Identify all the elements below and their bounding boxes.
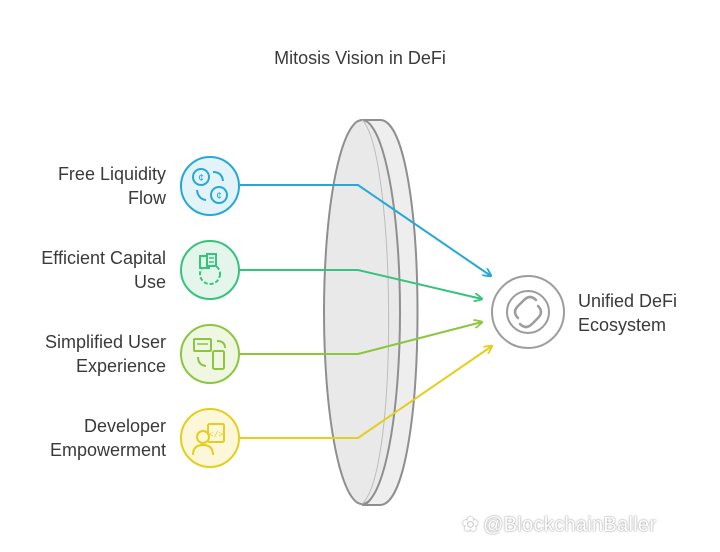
label-line: Efficient Capital (41, 248, 166, 268)
label-line: Flow (127, 188, 166, 208)
devices-sync-icon (180, 324, 240, 384)
capital-gear-icon (180, 240, 240, 300)
arrow-free-liquidity (240, 184, 491, 276)
unified-link-icon (491, 275, 565, 349)
label-line: Experience (75, 356, 166, 376)
diagram-title: Mitosis Vision in DeFi (274, 48, 446, 68)
svg-text:¢: ¢ (216, 191, 222, 202)
watermark-text: @BlockchainBaller (483, 514, 657, 536)
label-line: Simplified User (44, 332, 166, 352)
developer-icon: </> (180, 408, 240, 468)
label-line: Free Liquidity (57, 164, 166, 184)
label-line: Developer (83, 416, 166, 436)
label-unified-defi: Unified DeFi Ecosystem (578, 289, 718, 337)
arrow-efficient-capital (240, 269, 482, 299)
label-line: Ecosystem (578, 315, 667, 335)
watermark-logo-icon: ✿ (462, 514, 480, 536)
watermark: ✿@BlockchainBaller (462, 512, 656, 537)
label-simplified-ux: Simplified User Experience (0, 330, 166, 378)
label-free-liquidity: Free Liquidity Flow (0, 162, 166, 210)
label-line: Empowerment (49, 440, 166, 460)
label-developer: Developer Empowerment (0, 414, 166, 462)
lens-shape (323, 119, 419, 506)
label-line: Unified DeFi (578, 291, 678, 311)
label-line: Use (133, 272, 166, 292)
currency-exchange-icon: ¢ ¢ (180, 156, 240, 216)
arrow-developer (240, 346, 492, 439)
svg-text:¢: ¢ (198, 173, 204, 184)
svg-text:</>: </> (209, 431, 224, 440)
arrow-simplified-ux (240, 322, 482, 355)
label-efficient-capital: Efficient Capital Use (0, 246, 166, 294)
